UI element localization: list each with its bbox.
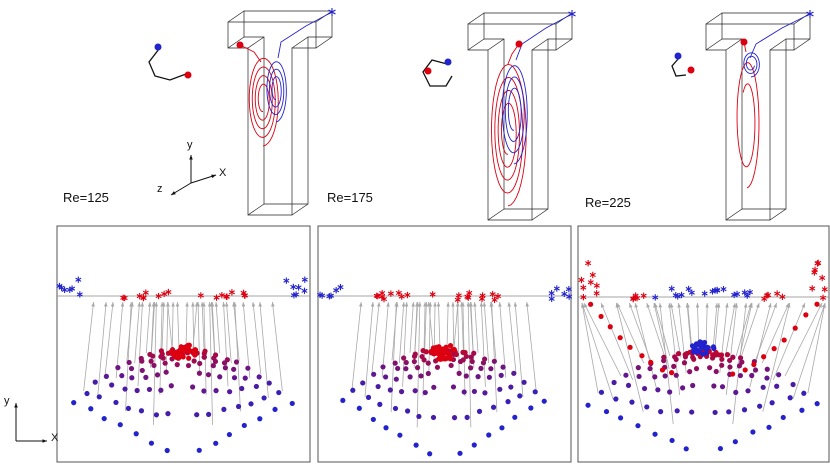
top-axis-y-label: y <box>187 139 193 151</box>
top-axis-x-label: X <box>219 167 227 179</box>
re-label-225: Re=225 <box>585 195 631 210</box>
inlet-inset-1 <box>148 43 192 81</box>
top-axis-z-label: z <box>157 183 163 195</box>
inlet-inset-3 <box>671 52 695 77</box>
re-label-175: Re=175 <box>327 190 373 205</box>
panel-Re-125 <box>56 225 311 463</box>
bottom-axis-x-label: X <box>51 432 59 444</box>
tee-3 <box>671 10 814 221</box>
panel-Re-225 <box>577 225 830 463</box>
top-axes <box>170 155 217 196</box>
bottom-axes <box>14 403 47 443</box>
re-label-125: Re=125 <box>63 190 109 205</box>
bottom-axis-y-label: y <box>4 395 10 407</box>
inlet-inset-2 <box>422 58 453 87</box>
panel-Re-175 <box>316 225 573 463</box>
tee-1 <box>148 8 336 216</box>
tee-2 <box>422 10 576 221</box>
